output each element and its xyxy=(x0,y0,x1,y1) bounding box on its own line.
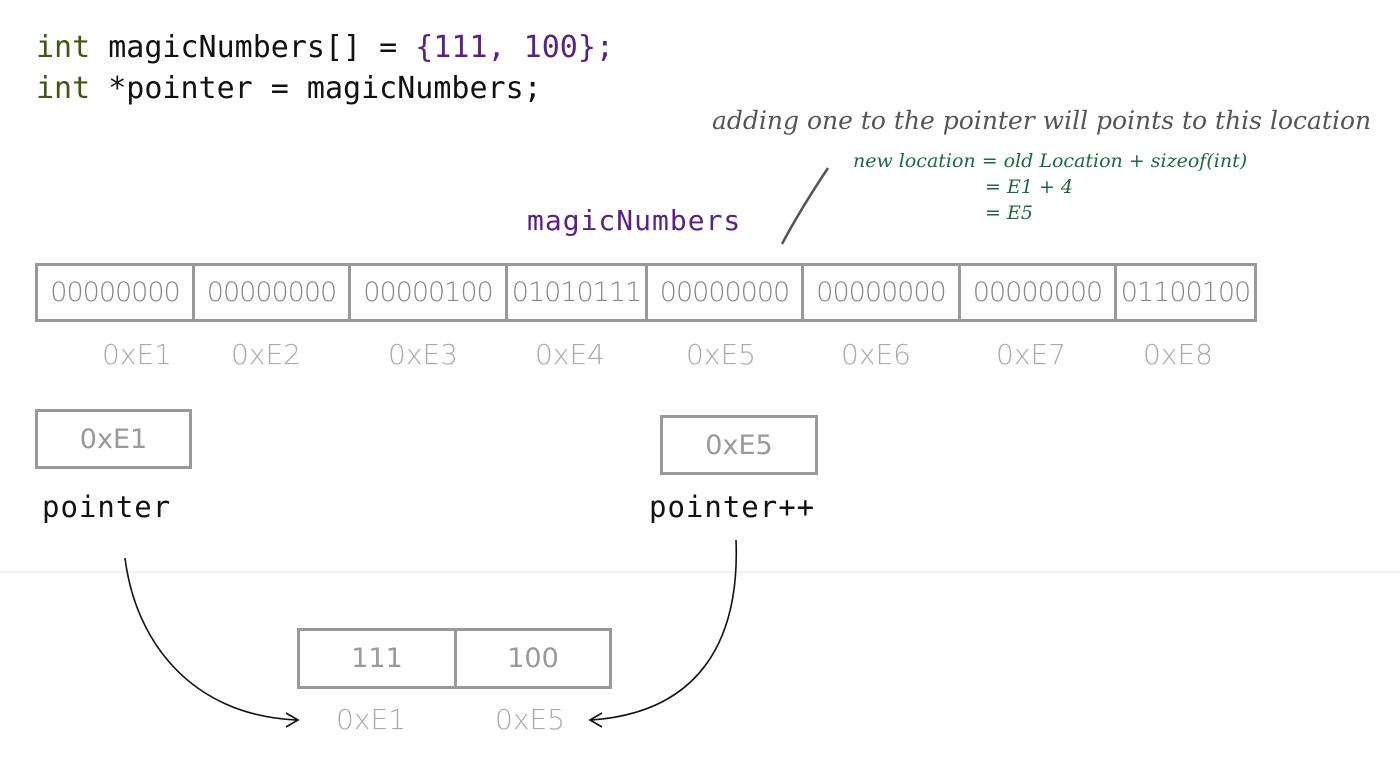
array-value: 100 xyxy=(507,643,559,674)
memory-cell: 00000000 xyxy=(35,263,195,322)
memory-address: 0xE1 xyxy=(102,338,172,371)
formula-line-2: = E1 + 4 xyxy=(985,176,1074,198)
pointer-arrow xyxy=(124,557,297,721)
code-text: magicNumbers[] = xyxy=(90,30,416,65)
code-line-1: int magicNumbers[] = {111, 100}; xyxy=(36,30,614,65)
memory-cell: 01010111 xyxy=(505,263,648,322)
formula-line-3: = E5 xyxy=(985,202,1033,224)
pointer-value: 0xE1 xyxy=(79,423,148,455)
code-line-2: int *pointer = magicNumbers; xyxy=(36,71,542,106)
pointer-inc-box: 0xE5 xyxy=(660,415,818,475)
pointer-inc-arrow xyxy=(591,539,738,721)
memory-cell: 00000000 xyxy=(192,263,351,322)
array-address: 0xE1 xyxy=(336,703,406,736)
code-keyword: int xyxy=(36,30,91,65)
array-address: 0xE5 xyxy=(495,703,565,736)
memory-cell: 00000000 xyxy=(958,263,1117,322)
annotation-leader-line xyxy=(780,167,830,245)
memory-cell: 00000000 xyxy=(645,263,804,322)
memory-address: 0xE4 xyxy=(535,338,605,371)
memory-address: 0xE2 xyxy=(231,338,301,371)
arrowhead-icon xyxy=(588,712,603,728)
memory-address: 0xE8 xyxy=(1143,338,1213,371)
pointer-box: 0xE1 xyxy=(35,409,192,469)
memory-cell: 00000000 xyxy=(801,263,961,322)
arrowhead-icon xyxy=(285,712,300,728)
array-value-box: 111 xyxy=(297,628,457,689)
memory-cell: 00000100 xyxy=(348,263,508,322)
memory-address: 0xE6 xyxy=(841,338,911,371)
array-label: magicNumbers xyxy=(527,204,742,237)
memory-address: 0xE3 xyxy=(388,338,458,371)
pointer-inc-value: 0xE5 xyxy=(705,429,773,461)
pointer-label: pointer xyxy=(42,490,172,524)
annotation-note: adding one to the pointer will points to… xyxy=(712,106,1372,135)
formula-line-1: new location = old Location + sizeof(int… xyxy=(853,150,1248,172)
memory-cell: 01100100 xyxy=(1114,263,1257,322)
code-keyword: int xyxy=(36,71,91,106)
code-text: *pointer = magicNumbers; xyxy=(90,71,542,106)
memory-address: 0xE5 xyxy=(686,338,756,371)
pointer-inc-label: pointer++ xyxy=(649,490,816,524)
array-value-box: 100 xyxy=(454,628,612,689)
array-value: 111 xyxy=(351,643,403,674)
code-initializer: {111, 100}; xyxy=(415,30,614,65)
memory-address: 0xE7 xyxy=(996,338,1066,371)
